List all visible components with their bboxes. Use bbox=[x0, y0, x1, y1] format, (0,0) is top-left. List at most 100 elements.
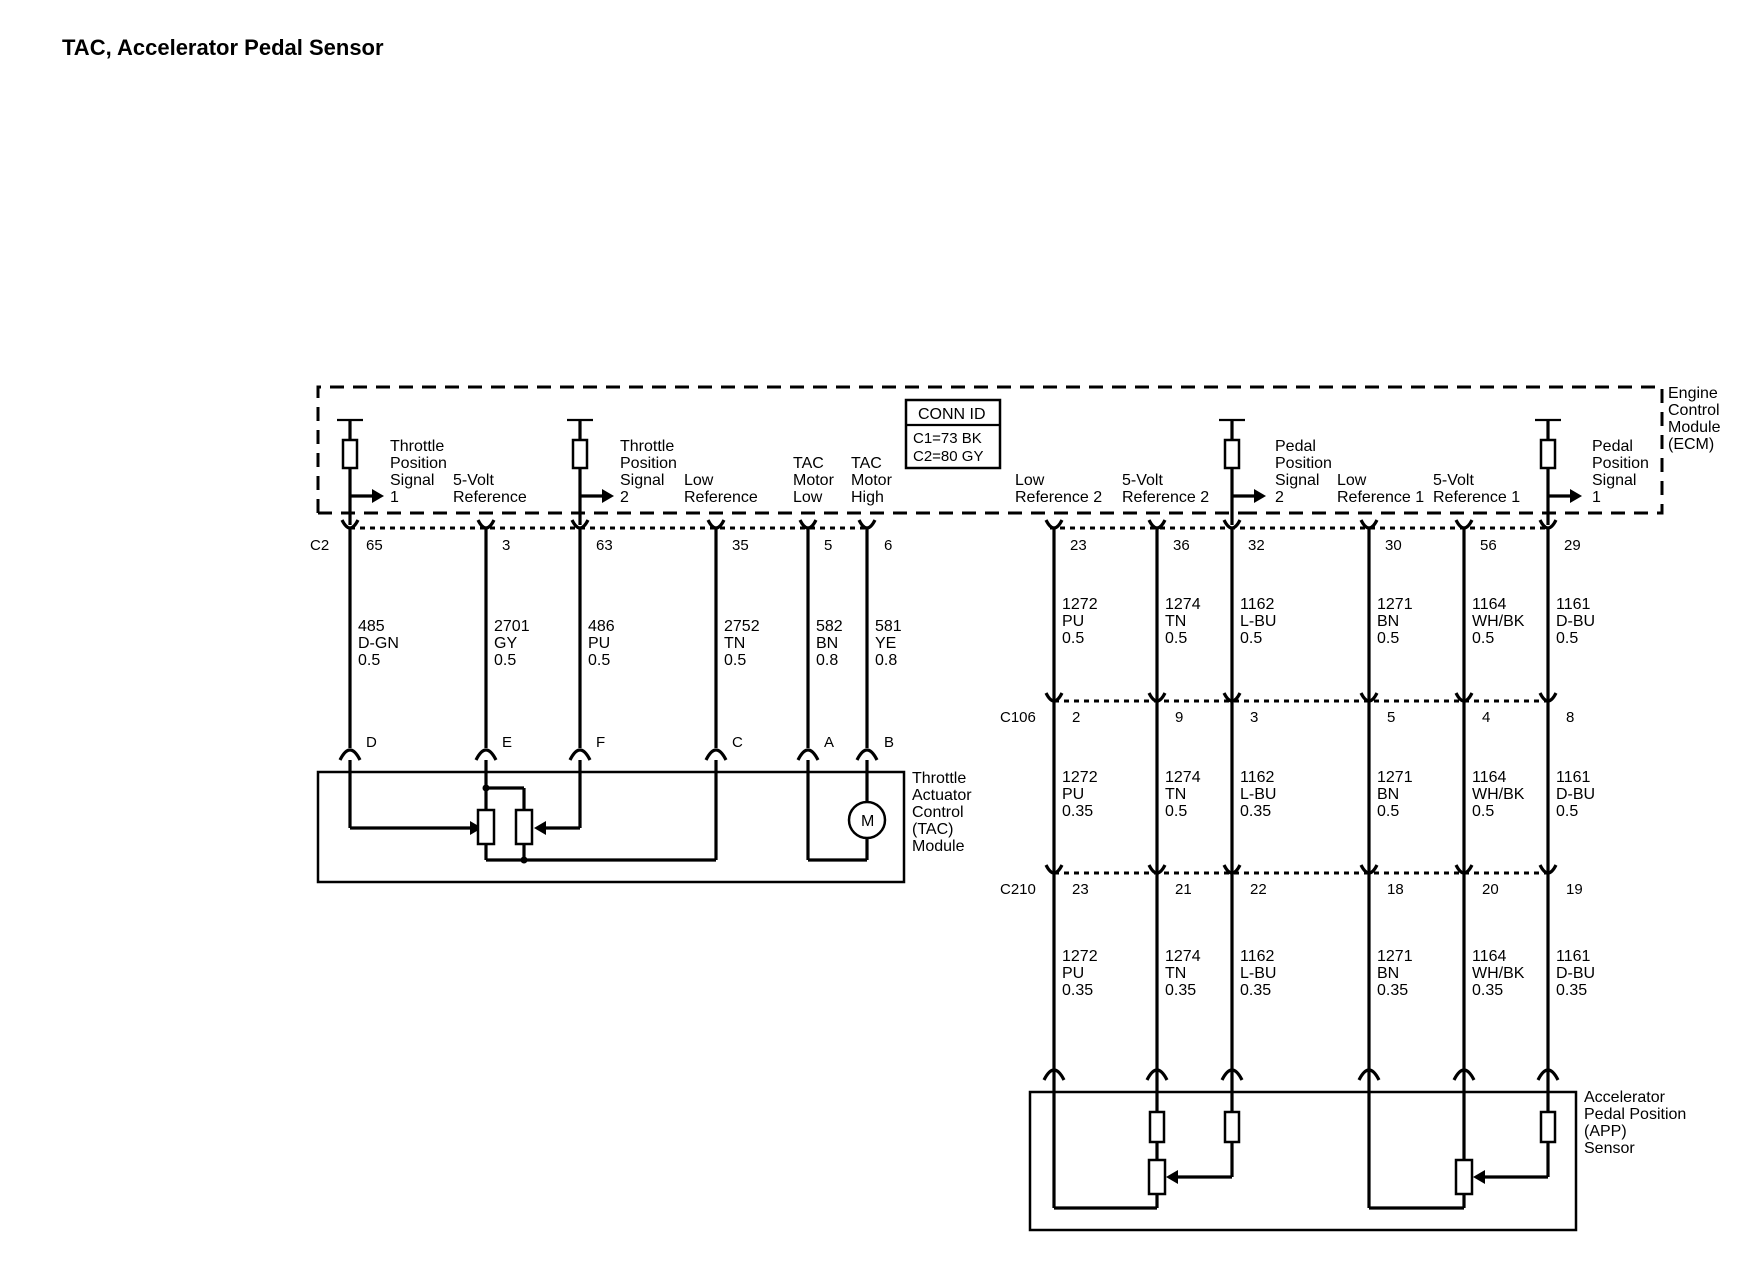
app-wire-labels-seg3: 1272 PU 0.35 1274 TN 0.35 1162 L-BU 0.35… bbox=[1062, 948, 1595, 999]
connector-c106: C106 2 9 3 5 4 8 bbox=[1000, 692, 1574, 726]
svg-text:Position: Position bbox=[620, 455, 677, 472]
svg-text:0.5: 0.5 bbox=[1165, 630, 1187, 647]
svg-text:L-BU: L-BU bbox=[1240, 786, 1276, 803]
svg-text:486: 486 bbox=[588, 618, 615, 635]
svg-text:YE: YE bbox=[875, 635, 896, 652]
svg-text:485: 485 bbox=[358, 618, 385, 635]
svg-text:0.5: 0.5 bbox=[1377, 803, 1399, 820]
svg-text:WH/BK: WH/BK bbox=[1472, 786, 1525, 803]
tac-pin-c: C bbox=[732, 734, 743, 751]
wire-label-2701: 2701 GY 0.5 bbox=[494, 618, 530, 669]
terminal-pedal-position-signal-1: Pedal Position Signal 1 bbox=[1592, 438, 1649, 506]
svg-text:1162: 1162 bbox=[1240, 948, 1275, 965]
app-sensor-label-3: (APP) bbox=[1584, 1123, 1627, 1140]
tac-module-label-4: (TAC) bbox=[912, 821, 953, 838]
c106-pin-2: 9 bbox=[1175, 709, 1183, 726]
svg-text:BN: BN bbox=[816, 635, 838, 652]
app-sensor-label-4: Sensor bbox=[1584, 1140, 1635, 1157]
tac-pin-e: E bbox=[502, 734, 512, 751]
tac-wire-labels: 485 D-GN 0.5 2701 GY 0.5 486 PU 0.5 2752… bbox=[358, 618, 902, 669]
svg-text:Reference 1: Reference 1 bbox=[1433, 489, 1520, 506]
svg-text:1164: 1164 bbox=[1472, 769, 1507, 786]
wire-label-486: 486 PU 0.5 bbox=[588, 618, 615, 669]
svg-text:BN: BN bbox=[1377, 965, 1399, 982]
svg-text:1161: 1161 bbox=[1556, 769, 1591, 786]
svg-text:0.35: 0.35 bbox=[1556, 982, 1587, 999]
tac-module-label-3: Control bbox=[912, 804, 964, 821]
svg-text:0.5: 0.5 bbox=[1165, 803, 1187, 820]
c106-pin-4: 5 bbox=[1387, 709, 1395, 726]
wire-label-1164-seg1: 1164 WH/BK 0.5 bbox=[1472, 596, 1525, 647]
app-wire-labels-seg2: 1272 PU 0.35 1274 TN 0.5 1162 L-BU 0.35 … bbox=[1062, 769, 1595, 820]
svg-text:1271: 1271 bbox=[1377, 596, 1413, 613]
svg-text:Low: Low bbox=[684, 472, 714, 489]
svg-text:1164: 1164 bbox=[1472, 948, 1507, 965]
wire-label-1162-seg2: 1162 L-BU 0.35 bbox=[1240, 769, 1276, 820]
svg-text:2: 2 bbox=[620, 489, 629, 506]
svg-text:High: High bbox=[851, 489, 884, 506]
wire-label-1271-seg1: 1271 BN 0.5 bbox=[1377, 596, 1413, 647]
svg-text:0.35: 0.35 bbox=[1240, 982, 1271, 999]
conn-id-c2: C2=80 GY bbox=[913, 448, 983, 465]
ecm-label-2: Control bbox=[1668, 402, 1720, 419]
svg-text:Throttle: Throttle bbox=[390, 438, 444, 455]
svg-text:1: 1 bbox=[1592, 489, 1601, 506]
svg-text:Pedal: Pedal bbox=[1275, 438, 1316, 455]
svg-text:1162: 1162 bbox=[1240, 596, 1275, 613]
svg-text:1274: 1274 bbox=[1165, 596, 1201, 613]
page-title: TAC, Accelerator Pedal Sensor bbox=[62, 35, 384, 60]
svg-text:D-GN: D-GN bbox=[358, 635, 399, 652]
terminal-tac-motor-high: TAC Motor High bbox=[851, 455, 893, 506]
tac-pin-d: D bbox=[366, 734, 377, 751]
svg-text:1161: 1161 bbox=[1556, 948, 1591, 965]
tac-wires bbox=[348, 528, 869, 748]
svg-text:0.5: 0.5 bbox=[724, 652, 746, 669]
wire-label-1274-seg3: 1274 TN 0.35 bbox=[1165, 948, 1201, 999]
c210-pin-4: 18 bbox=[1387, 881, 1404, 898]
svg-text:Reference 1: Reference 1 bbox=[1337, 489, 1424, 506]
ecm-label-3: Module bbox=[1668, 419, 1721, 436]
svg-text:5-Volt: 5-Volt bbox=[1122, 472, 1163, 489]
svg-text:WH/BK: WH/BK bbox=[1472, 613, 1525, 630]
svg-text:PU: PU bbox=[588, 635, 610, 652]
connector-c210: C210 23 21 22 18 20 19 bbox=[1000, 864, 1583, 898]
c2-pin-low-ref-1: 30 bbox=[1385, 537, 1402, 554]
svg-text:1164: 1164 bbox=[1472, 596, 1507, 613]
svg-text:0.35: 0.35 bbox=[1062, 982, 1093, 999]
svg-text:D-BU: D-BU bbox=[1556, 965, 1595, 982]
svg-text:BN: BN bbox=[1377, 613, 1399, 630]
svg-text:0.5: 0.5 bbox=[1556, 803, 1578, 820]
c2-pin-low-ref: 35 bbox=[732, 537, 749, 554]
svg-text:Signal: Signal bbox=[1592, 472, 1636, 489]
connector-c210-label: C210 bbox=[1000, 881, 1036, 898]
c2-pin-pp2: 32 bbox=[1248, 537, 1265, 554]
wire-label-1272-seg1: 1272 PU 0.5 bbox=[1062, 596, 1098, 647]
wire-label-2752: 2752 TN 0.5 bbox=[724, 618, 760, 669]
svg-text:TAC: TAC bbox=[851, 455, 882, 472]
wire-label-1272-seg2: 1272 PU 0.35 bbox=[1062, 769, 1098, 820]
svg-text:TN: TN bbox=[724, 635, 745, 652]
wire-label-485: 485 D-GN 0.5 bbox=[358, 618, 399, 669]
svg-text:L-BU: L-BU bbox=[1240, 965, 1276, 982]
svg-text:Motor: Motor bbox=[793, 472, 835, 489]
svg-text:Position: Position bbox=[1592, 455, 1649, 472]
c2-pin-5v-ref-2: 36 bbox=[1173, 537, 1190, 554]
terminal-throttle-position-signal-2: Throttle Position Signal 2 bbox=[620, 438, 677, 506]
c106-pin-5: 4 bbox=[1482, 709, 1490, 726]
svg-text:D-BU: D-BU bbox=[1556, 613, 1595, 630]
svg-text:0.35: 0.35 bbox=[1165, 982, 1196, 999]
svg-text:5-Volt: 5-Volt bbox=[453, 472, 494, 489]
ecm-module: Engine Control Module (ECM) CONN ID C1=7… bbox=[316, 385, 1721, 515]
svg-text:0.5: 0.5 bbox=[494, 652, 516, 669]
svg-text:2752: 2752 bbox=[724, 618, 760, 635]
c106-pin-6: 8 bbox=[1566, 709, 1574, 726]
wire-label-1272-seg3: 1272 PU 0.35 bbox=[1062, 948, 1098, 999]
svg-text:Reference 2: Reference 2 bbox=[1015, 489, 1102, 506]
svg-text:TN: TN bbox=[1165, 613, 1186, 630]
wire-label-1161-seg1: 1161 D-BU 0.5 bbox=[1556, 596, 1595, 647]
svg-text:PU: PU bbox=[1062, 786, 1084, 803]
c210-pin-5: 20 bbox=[1482, 881, 1499, 898]
svg-text:1272: 1272 bbox=[1062, 769, 1098, 786]
wire-label-1274-seg1: 1274 TN 0.5 bbox=[1165, 596, 1201, 647]
wire-label-1271-seg2: 1271 BN 0.5 bbox=[1377, 769, 1413, 820]
